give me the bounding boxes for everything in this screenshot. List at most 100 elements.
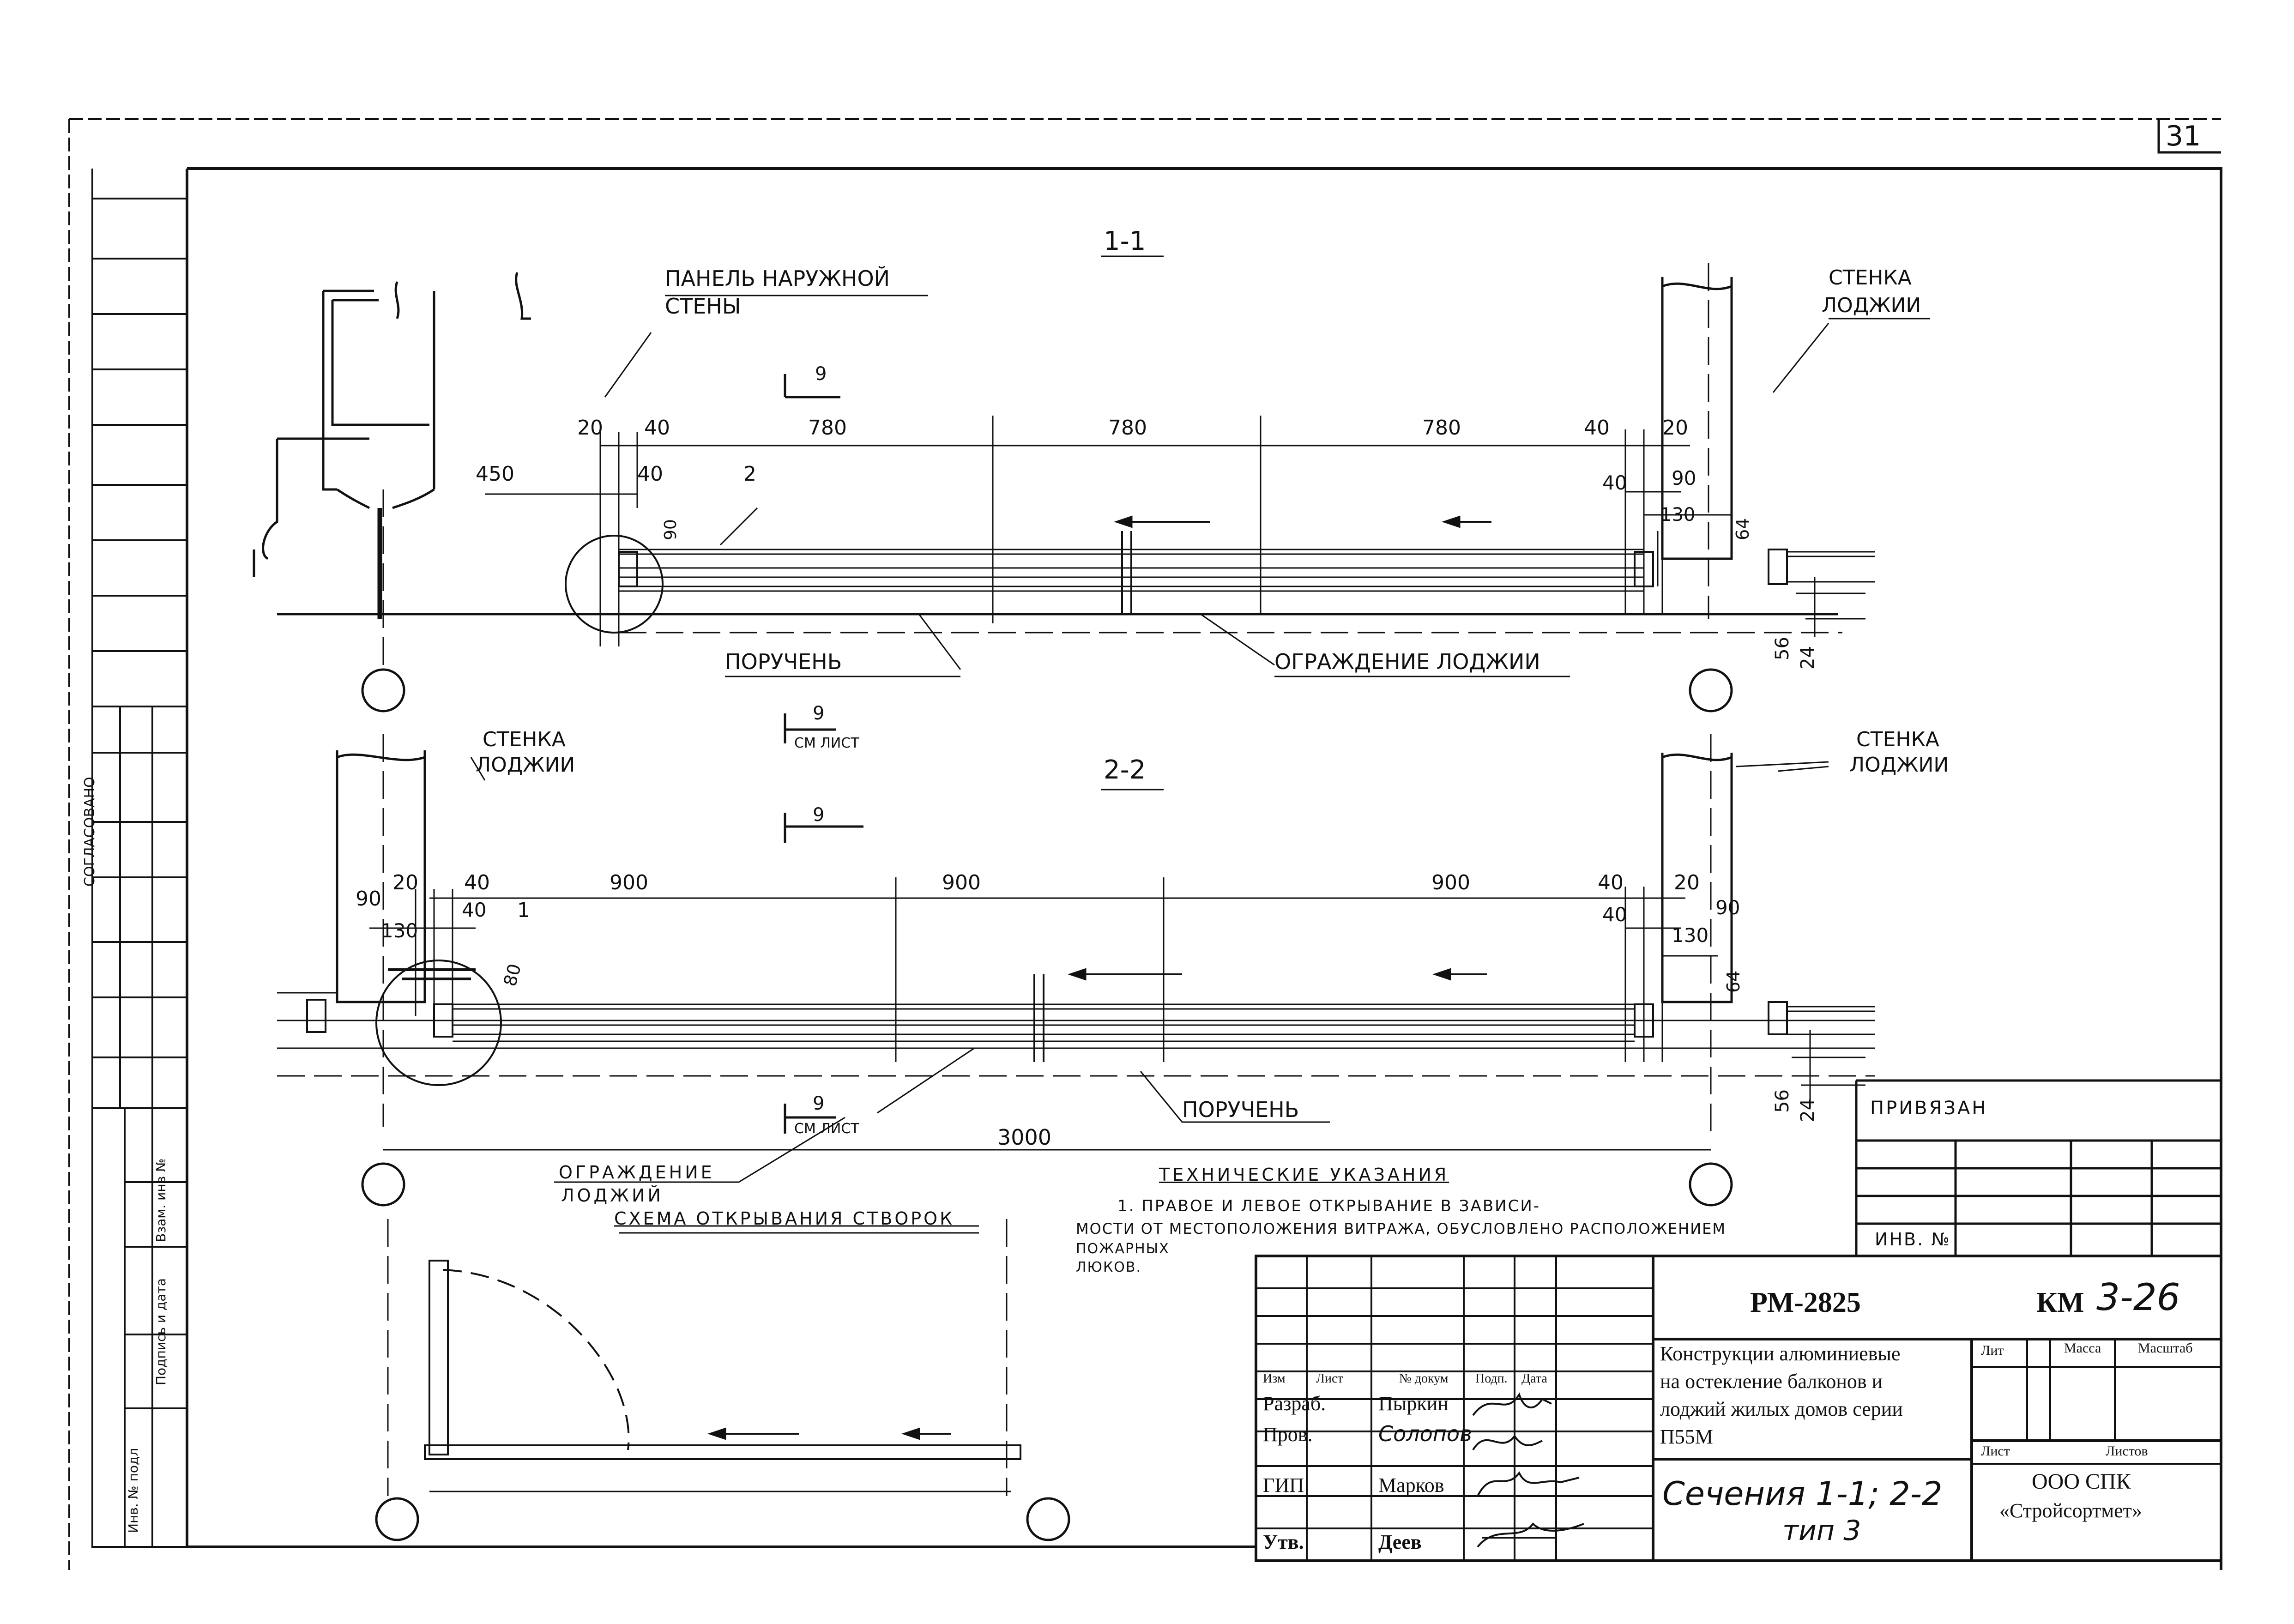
dim-900-a: 900: [610, 871, 648, 894]
axis-bubble-left-2: [361, 1162, 405, 1207]
dim-56-1: 56: [1772, 637, 1793, 660]
title-block-grid: [1255, 1255, 2222, 1562]
description-line4: П55М: [1660, 1425, 1713, 1448]
dim-40-left: 40: [644, 416, 670, 440]
privyazan-block: [1855, 1079, 2221, 1256]
header-dokum: № докум: [1399, 1371, 1449, 1386]
dim-40-right-low: 40: [1602, 903, 1627, 926]
col-masshtab: Масштаб: [2138, 1340, 2193, 1356]
label-stenka-1-line2: ЛОДЖИИ: [1822, 294, 1921, 317]
dim-40-right: 40: [1584, 416, 1610, 440]
sheet-title-line2: тип 3: [1782, 1515, 1861, 1547]
sheet-frame: [186, 167, 2222, 1570]
role-prov: Пров.: [1263, 1423, 1313, 1446]
view-mark-2-bottom-ref: СМ ЛИСТ: [794, 1121, 859, 1137]
header-izm: Изм: [1263, 1371, 1286, 1386]
scheme-title: СХЕМА ОТКРЫВАНИЯ СТВОРОК: [614, 1208, 955, 1229]
label-stenka-2-left-line1: СТЕНКА: [483, 728, 566, 751]
header-podp: Подп.: [1475, 1371, 1508, 1386]
dim-64: 64: [1733, 518, 1753, 540]
col-listov: Листов: [2106, 1443, 2148, 1459]
label-stenka-1-line1: СТЕНКА: [1829, 266, 1912, 290]
dim-90-right: 90: [1715, 896, 1740, 919]
dim-40-right-lower: 40: [1602, 471, 1627, 494]
view-mark-2-top: 9: [813, 703, 825, 724]
name-gip: Марков: [1378, 1474, 1444, 1497]
col-massa: Масса: [2064, 1340, 2101, 1356]
dim-130: 130: [1660, 504, 1696, 525]
notes-line4: ЛЮКОВ.: [1076, 1259, 1141, 1275]
dim-90-left: 90: [356, 887, 381, 911]
section-2-title: 2-2: [1104, 755, 1146, 785]
dim-40-left-low: 40: [462, 899, 487, 921]
dim-90: 90: [1672, 467, 1696, 489]
section-1-linework: [253, 255, 1930, 712]
view-mark-1: 9: [815, 363, 827, 385]
margin-label-podpis-data: Подпись и дата: [153, 1278, 169, 1385]
section-2-linework: [277, 713, 1875, 1207]
page-number: 31: [2166, 120, 2201, 152]
view-mark-2: 9: [813, 804, 825, 826]
col-lit: Лит: [1981, 1343, 2004, 1358]
dim-80: 80: [500, 961, 525, 989]
dim-24-2: 24: [1797, 1099, 1818, 1122]
section-1-title: 1-1: [1104, 226, 1146, 256]
header-list: Лист: [1316, 1371, 1343, 1386]
dim-40-lower: 40: [637, 462, 663, 486]
col-list: Лист: [1981, 1443, 2010, 1459]
dim-20-right-2: 20: [1674, 871, 1700, 894]
node-2: 2: [743, 462, 756, 486]
dim-64-2: 64: [1723, 970, 1744, 993]
label-ograzhdenie-2-line2: ЛОДЖИЙ: [561, 1185, 664, 1206]
label-stenka-2-right-line1: СТЕНКА: [1856, 728, 1939, 751]
sheet-title-line1: Сечения 1-1; 2-2: [1662, 1475, 1943, 1513]
page-number-box: [2157, 119, 2221, 154]
view-mark-2-top-ref: СМ ЛИСТ: [794, 735, 859, 751]
dim-780-a: 780: [808, 416, 847, 440]
dim-90-vertical: 90: [661, 519, 680, 540]
dim-56-2: 56: [1772, 1089, 1793, 1113]
dim-780-b: 780: [1108, 416, 1147, 440]
dim-40-left-2: 40: [464, 871, 490, 894]
signatures: [1472, 1392, 1584, 1548]
axis-bubble-scheme-right: [1026, 1497, 1070, 1541]
company-line1: ООО СПК: [2032, 1469, 2131, 1494]
name-utv: Деев: [1378, 1531, 1422, 1553]
privyazan-label: ПРИВЯЗАН: [1870, 1098, 1988, 1119]
label-ograzhdenie-2-line1: ОГРАЖДЕНИЕ: [559, 1162, 715, 1183]
dim-900-c: 900: [1431, 871, 1470, 894]
header-data: Дата: [1521, 1371, 1547, 1386]
description-line1: Конструкции алюминиевые: [1660, 1342, 1901, 1365]
left-margin-table: [91, 169, 187, 1548]
dim-450: 450: [476, 462, 514, 486]
role-razrab: Разраб.: [1263, 1392, 1326, 1415]
notes-line1: 1. ПРАВОЕ И ЛЕВОЕ ОТКРЫВАНИЕ В ЗАВИСИ-: [1117, 1197, 1541, 1215]
doc-code: РМ-2825: [1750, 1287, 1861, 1318]
dim-900-b: 900: [942, 871, 981, 894]
label-stenka-2-right-line2: ЛОДЖИИ: [1849, 753, 1949, 777]
notes-line3: ПОЖАРНЫХ: [1076, 1241, 1170, 1257]
dim-780-c: 780: [1422, 416, 1461, 440]
notes-line2: МОСТИ ОТ МЕСТОПОЛОЖЕНИЯ ВИТРАЖА, ОБУСЛОВ…: [1076, 1220, 1726, 1238]
view-mark-2-bottom: 9: [813, 1093, 825, 1114]
dim-130-left: 130: [381, 919, 418, 942]
dim-20-left: 20: [577, 416, 603, 440]
label-stenka-2-left-line2: ЛОДЖИИ: [476, 753, 575, 777]
dim-20-left-2: 20: [392, 871, 418, 894]
node-1: 1: [517, 899, 530, 922]
label-poruchen-1: ПОРУЧЕНЬ: [725, 649, 842, 674]
company-line2: «Стройсортмет»: [1999, 1499, 2142, 1522]
dim-40-right-2: 40: [1598, 871, 1624, 894]
sheet-outer-border: [68, 118, 2221, 1570]
axis-bubble-right-1: [1689, 668, 1733, 712]
privyazan-inv: ИНВ. №: [1875, 1229, 1951, 1250]
role-utv: Утв.: [1263, 1531, 1304, 1553]
name-prov: Солопов: [1378, 1421, 1473, 1446]
label-ograzhdenie-1: ОГРАЖДЕНИЕ ЛОДЖИИ: [1274, 649, 1540, 674]
axis-bubble-left-1: [361, 668, 405, 712]
opening-scheme-linework: [375, 1219, 1070, 1541]
detail-circle-1: [375, 960, 502, 1086]
doc-mark: КМ: [2036, 1287, 2084, 1318]
axis-bubble-scheme-left: [375, 1497, 419, 1541]
